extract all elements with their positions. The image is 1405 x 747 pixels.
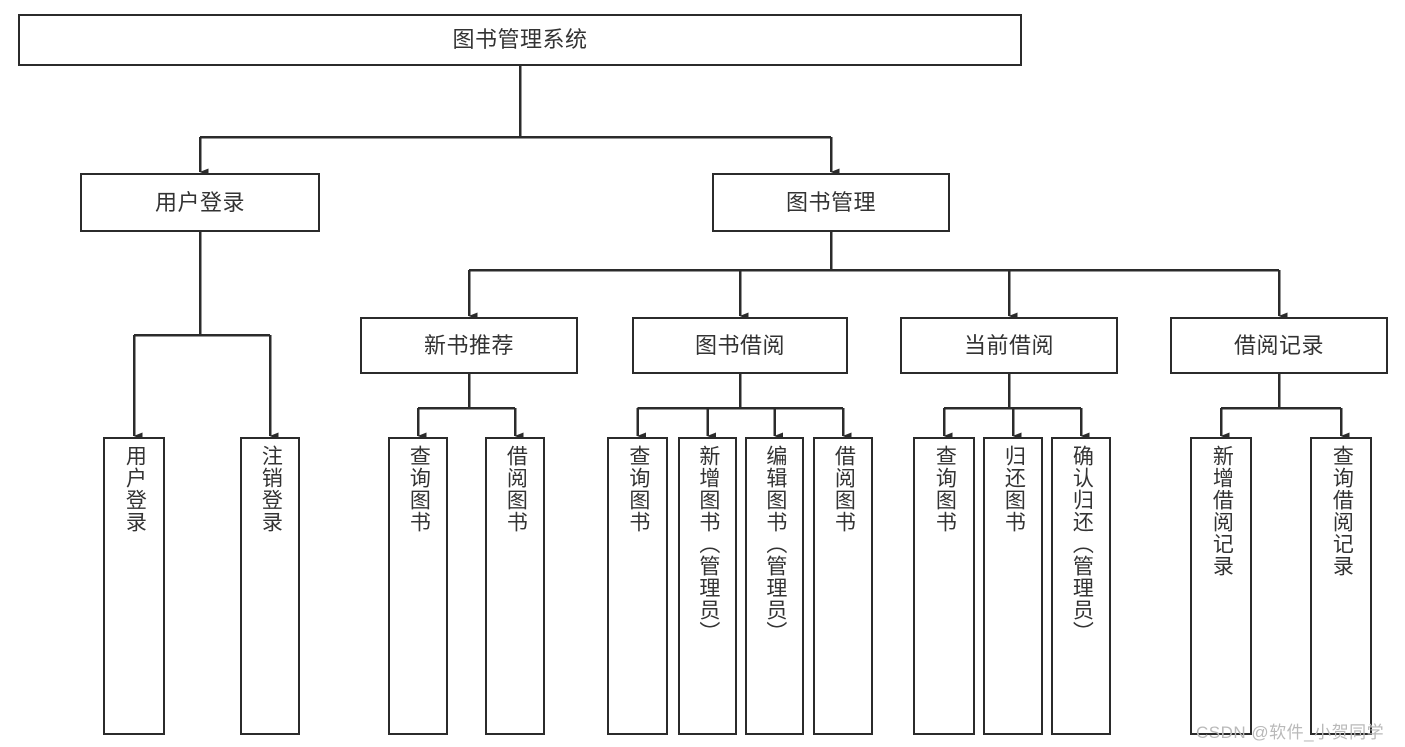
node-label: 查询图书 (626, 445, 650, 533)
node-l2c[interactable]: 当前借阅 (900, 317, 1118, 374)
node-label: 图书管理 (785, 189, 876, 215)
node-label: 借阅记录 (1233, 332, 1324, 358)
node-l1b[interactable]: 图书管理 (712, 173, 950, 232)
node-label: 用户登录 (154, 189, 245, 215)
node-leaf-c4[interactable]: 借阅图书 (813, 437, 873, 735)
node-label: 确认归还（管理员） (1070, 445, 1094, 643)
node-leaf-c1[interactable]: 查询图书 (607, 437, 668, 735)
node-label: 借阅图书 (504, 445, 528, 533)
node-label: 归还图书 (1002, 445, 1026, 533)
node-label: 新书推荐 (423, 332, 514, 358)
node-leaf-c3[interactable]: 编辑图书（管理员） (745, 437, 804, 735)
node-label: 新增借阅记录 (1210, 445, 1234, 577)
node-leaf-c2[interactable]: 新增图书（管理员） (678, 437, 737, 735)
node-label: 用户登录 (123, 445, 147, 533)
node-label: 编辑图书（管理员） (763, 445, 787, 643)
node-label: 查询图书 (407, 445, 431, 533)
node-label: 当前借阅 (963, 332, 1054, 358)
node-l2d[interactable]: 借阅记录 (1170, 317, 1388, 374)
node-leaf-d3[interactable]: 确认归还（管理员） (1051, 437, 1111, 735)
node-l2b[interactable]: 图书借阅 (632, 317, 848, 374)
node-l1a[interactable]: 用户登录 (80, 173, 320, 232)
node-root[interactable]: 图书管理系统 (18, 14, 1022, 66)
node-label: 图书管理系统 (452, 27, 588, 53)
node-label: 图书借阅 (694, 332, 785, 358)
node-leaf-b1[interactable]: 查询图书 (388, 437, 448, 735)
node-leaf-e1[interactable]: 新增借阅记录 (1190, 437, 1252, 735)
node-leaf-a2[interactable]: 注销登录 (240, 437, 300, 735)
node-leaf-e2[interactable]: 查询借阅记录 (1310, 437, 1372, 735)
node-leaf-d2[interactable]: 归还图书 (983, 437, 1043, 735)
node-l2a[interactable]: 新书推荐 (360, 317, 578, 374)
node-leaf-b2[interactable]: 借阅图书 (485, 437, 545, 735)
node-leaf-d1[interactable]: 查询图书 (913, 437, 975, 735)
node-label: 借阅图书 (832, 445, 856, 533)
node-label: 查询借阅记录 (1330, 445, 1354, 577)
csdn-watermark: CSDN @软件_小贺同学 (1196, 723, 1385, 742)
node-label: 新增图书（管理员） (696, 445, 720, 643)
node-label: 查询图书 (933, 445, 957, 533)
node-leaf-a1[interactable]: 用户登录 (103, 437, 165, 735)
node-label: 注销登录 (259, 445, 283, 533)
